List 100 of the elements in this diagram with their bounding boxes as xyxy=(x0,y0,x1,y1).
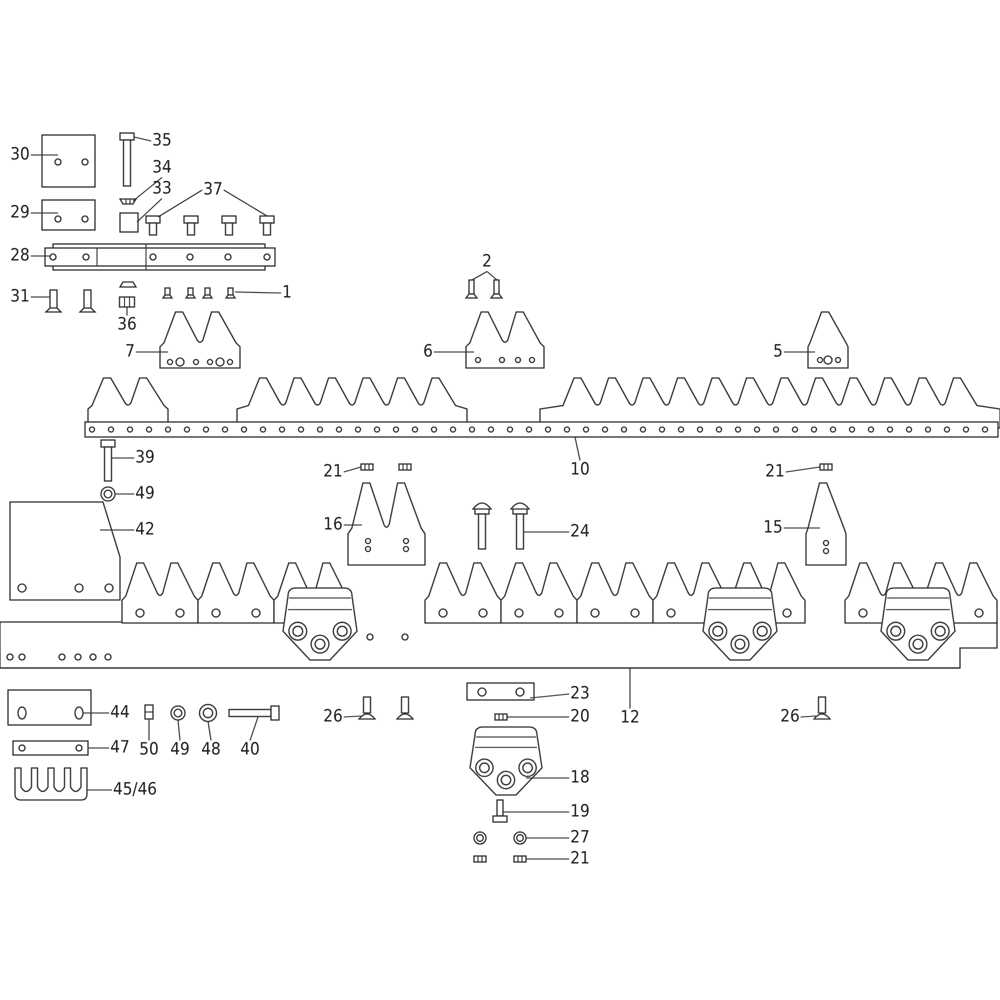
callout-number: 39 xyxy=(134,448,156,468)
bolt-icon xyxy=(119,132,135,187)
leader-line xyxy=(784,351,815,353)
leader-line xyxy=(112,457,134,459)
knife-section-drawing xyxy=(807,311,849,369)
callout-number: 24 xyxy=(569,522,591,542)
leader-line xyxy=(30,255,50,257)
bolt-icon xyxy=(813,696,831,720)
leader-line xyxy=(434,351,474,353)
callout-number: 42 xyxy=(134,520,156,540)
leader-line xyxy=(800,715,816,718)
knife-clip-drawing xyxy=(469,726,543,796)
square-nut-icon xyxy=(119,212,139,233)
callout-number: 18 xyxy=(569,768,591,788)
strip-drawing xyxy=(12,740,89,756)
leader-line xyxy=(177,720,181,741)
washer-icon xyxy=(100,486,116,502)
callout-number: 48 xyxy=(200,740,222,760)
comb-drawing xyxy=(14,767,88,801)
callout-number: 40 xyxy=(239,740,261,760)
bolt-icon xyxy=(44,289,63,313)
callout-number: 33 xyxy=(151,180,173,198)
callout-number: 34 xyxy=(151,158,173,178)
leader-line xyxy=(486,271,498,280)
callout-number: 20 xyxy=(569,708,591,726)
plate-drawing xyxy=(7,689,92,726)
bolt-icon xyxy=(510,502,530,550)
leader-line xyxy=(530,693,570,699)
bolt-icon xyxy=(145,215,161,236)
leader-line xyxy=(472,271,488,280)
leader-line xyxy=(526,837,570,839)
leader-line xyxy=(136,198,162,222)
plate-drawing xyxy=(41,134,96,188)
washer-icon xyxy=(118,198,138,205)
plate-drawing xyxy=(466,682,535,701)
knife-bar-drawing xyxy=(84,377,1000,438)
nut-icon xyxy=(118,296,136,308)
callout-number: 19 xyxy=(569,802,591,822)
leader-line xyxy=(629,668,631,708)
callout-number: 45/46 xyxy=(112,780,158,800)
leader-line xyxy=(136,351,168,353)
callout-number: 35 xyxy=(151,132,173,150)
callout-number: 36 xyxy=(116,316,138,334)
callout-number: 37 xyxy=(202,180,224,200)
nut-icon xyxy=(360,463,374,471)
leader-line xyxy=(249,716,259,741)
callout-number: 28 xyxy=(9,246,31,266)
callout-number: 50 xyxy=(138,740,160,760)
knife-section-drawing xyxy=(805,482,847,566)
knife-section-drawing xyxy=(465,311,545,369)
leader-line xyxy=(784,527,820,529)
leader-line xyxy=(223,190,268,216)
leader-line xyxy=(83,712,110,714)
knife-section-drawing xyxy=(347,482,426,566)
leader-line xyxy=(344,466,362,473)
leader-line xyxy=(234,291,282,294)
nut-icon xyxy=(819,463,833,471)
plate-drawing xyxy=(41,199,96,231)
bolt-icon xyxy=(358,696,376,720)
callout-number: 49 xyxy=(169,740,191,760)
leader-line xyxy=(148,719,150,740)
callout-number: 15 xyxy=(762,518,784,538)
callout-number: 10 xyxy=(569,460,591,480)
callout-number: 26 xyxy=(779,708,801,726)
callout-number: 27 xyxy=(569,828,591,848)
leader-line xyxy=(344,524,362,526)
bolt-icon xyxy=(100,439,116,482)
nut-icon xyxy=(144,704,154,720)
leader-line xyxy=(132,177,162,202)
plate-drawing xyxy=(9,501,121,601)
callout-number: 16 xyxy=(322,516,344,534)
callout-number: 21 xyxy=(569,850,591,868)
knife-section-drawing xyxy=(159,311,241,369)
callout-number: 5 xyxy=(772,342,784,362)
callout-number: 2 xyxy=(481,252,493,272)
leader-line xyxy=(574,436,581,461)
washer-icon xyxy=(198,704,218,722)
leader-line xyxy=(207,720,212,741)
washer-icon xyxy=(170,705,186,721)
leader-line xyxy=(134,136,152,142)
bar-drawing xyxy=(44,243,276,271)
leader-line xyxy=(126,307,128,316)
callout-number: 30 xyxy=(9,146,31,164)
callout-number: 23 xyxy=(569,684,591,704)
leader-line xyxy=(115,493,134,495)
leader-line xyxy=(786,466,820,473)
bolt-icon xyxy=(259,215,275,236)
callout-number: 21 xyxy=(764,462,786,482)
screw-icon xyxy=(490,279,504,299)
leader-line xyxy=(507,716,570,718)
leader-line xyxy=(100,529,134,531)
callout-number: 49 xyxy=(134,484,156,504)
bolt-icon xyxy=(228,705,280,721)
leader-line xyxy=(503,811,570,813)
rivet-icon xyxy=(224,287,236,299)
callout-number: 1 xyxy=(281,284,293,302)
callout-number: 47 xyxy=(109,738,131,758)
callout-number: 31 xyxy=(9,288,31,306)
callout-number: 6 xyxy=(422,342,434,362)
leader-line xyxy=(30,154,58,156)
